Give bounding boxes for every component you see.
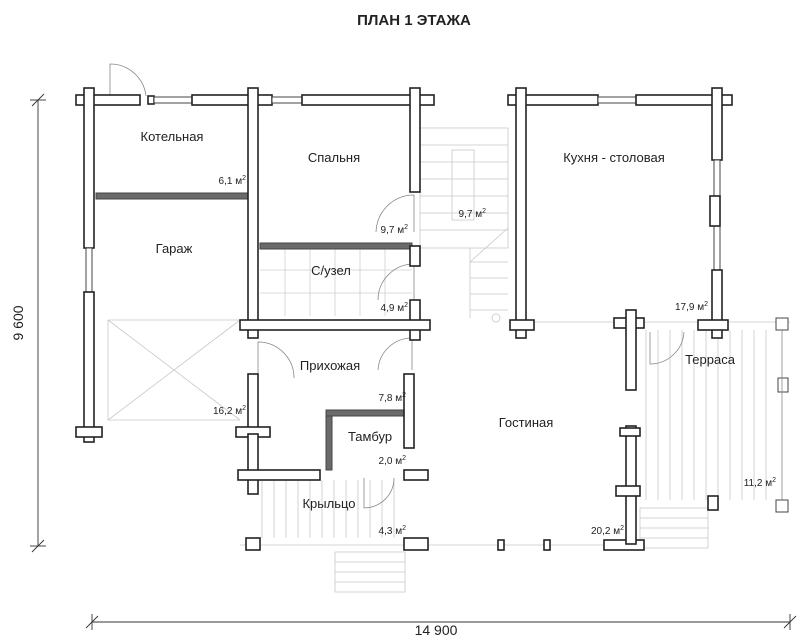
- area-garage: 16,2 м2: [213, 405, 246, 417]
- room-name-kitchen: Кухня - столовая: [563, 150, 665, 165]
- area-vestibule: 2,0 м2: [379, 455, 407, 467]
- area-kitchen: 17,9 м2: [675, 301, 708, 313]
- steps: [334, 507, 709, 593]
- area-bedroom: 9,7 м2: [381, 224, 409, 236]
- room-name-bedroom: Спальня: [308, 150, 360, 165]
- dimension-width: 14 900: [415, 622, 458, 638]
- room-name-porch: Крыльцо: [302, 496, 355, 511]
- plan-title: ПЛАН 1 ЭТАЖА: [357, 12, 471, 29]
- guide-lines: [107, 319, 790, 546]
- area-porch: 4,3 м2: [379, 525, 407, 537]
- room-name-living: Гостиная: [499, 415, 554, 430]
- dimension-height: 9 600: [10, 305, 26, 340]
- staircase: [419, 127, 509, 323]
- room-name-boiler: Котельная: [141, 129, 204, 144]
- area-living: 20,2 м2: [591, 525, 624, 537]
- area-hall: 7,8 м2: [379, 392, 407, 404]
- room-name-terrace: Терраса: [685, 352, 736, 367]
- room-labels: Котельная Спальня Кухня - столовая Гараж…: [141, 129, 736, 511]
- room-name-vestibule: Тамбур: [348, 429, 392, 444]
- area-boiler: 6,1 м2: [219, 175, 247, 187]
- bathroom-tiles: [260, 248, 412, 316]
- terrace-decking: [645, 330, 767, 500]
- room-name-garage: Гараж: [156, 241, 193, 256]
- dimension-lines: [30, 93, 797, 630]
- area-terrace: 11,2 м2: [744, 477, 776, 489]
- room-name-bathroom: С/узел: [311, 263, 351, 278]
- area-labels: 6,1 м2 9,7 м2 9,7 м2 17,9 м2 16,2 м2 4,9…: [213, 175, 776, 537]
- area-stair-hall: 9,7 м2: [459, 208, 487, 220]
- room-name-hall: Прихожая: [300, 358, 360, 373]
- area-bathroom: 4,9 м2: [381, 302, 409, 314]
- porch-decking: [261, 480, 395, 538]
- walls: [75, 87, 789, 551]
